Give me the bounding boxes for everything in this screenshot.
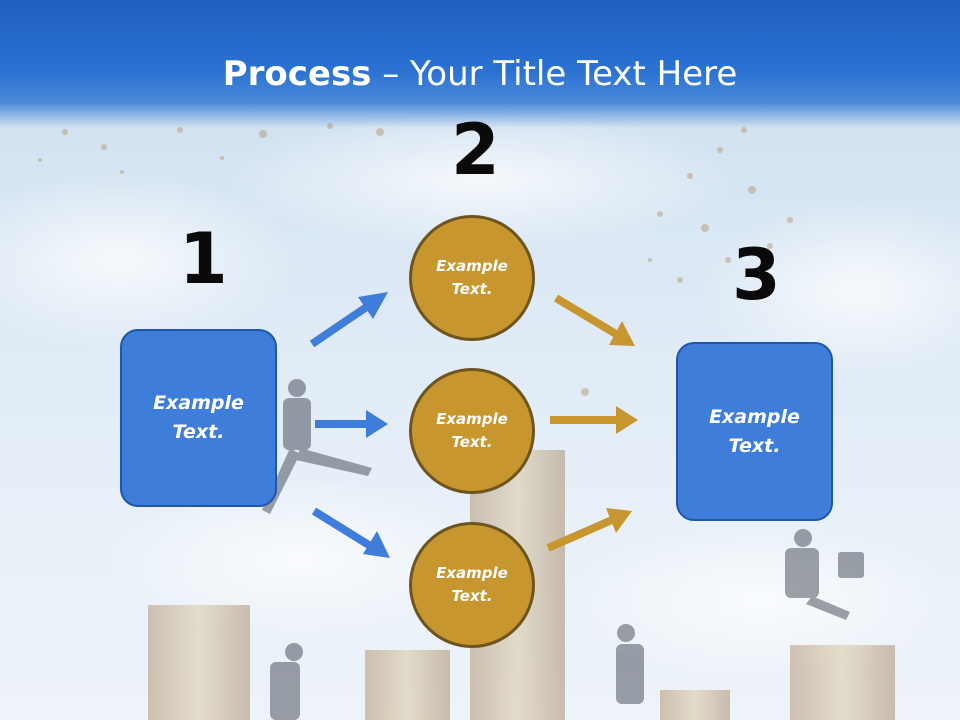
- left-box-text: Example Text.: [153, 392, 244, 443]
- gold-arrow-right: [550, 406, 638, 434]
- circle-bottom-text: Example Text.: [436, 564, 508, 605]
- circle-middle: Example Text.: [409, 368, 535, 494]
- right-box-text: Example Text.: [709, 405, 800, 457]
- blue-arrow-right: [315, 410, 388, 438]
- blue-arrow-up: [309, 292, 388, 348]
- gold-arrow-up: [546, 508, 632, 552]
- step-number-3: 3: [732, 234, 781, 316]
- circle-middle-text: Example Text.: [436, 410, 508, 451]
- slide-title: Process – Your Title Text Here: [0, 52, 960, 96]
- circle-top-text: Example Text.: [436, 257, 508, 298]
- gold-arrow-down: [553, 294, 635, 346]
- title-band: [0, 0, 960, 128]
- blue-arrow-down: [311, 507, 390, 558]
- step-number-1: 1: [179, 218, 228, 300]
- title-rest: – Your Title Text Here: [371, 54, 738, 94]
- circle-top: Example Text.: [409, 215, 535, 341]
- title-bold: Process: [222, 54, 372, 94]
- circle-bottom: Example Text.: [409, 522, 535, 648]
- step-number-2: 2: [451, 109, 500, 191]
- left-box: Example Text.: [120, 329, 277, 507]
- right-box: Example Text.: [676, 342, 833, 521]
